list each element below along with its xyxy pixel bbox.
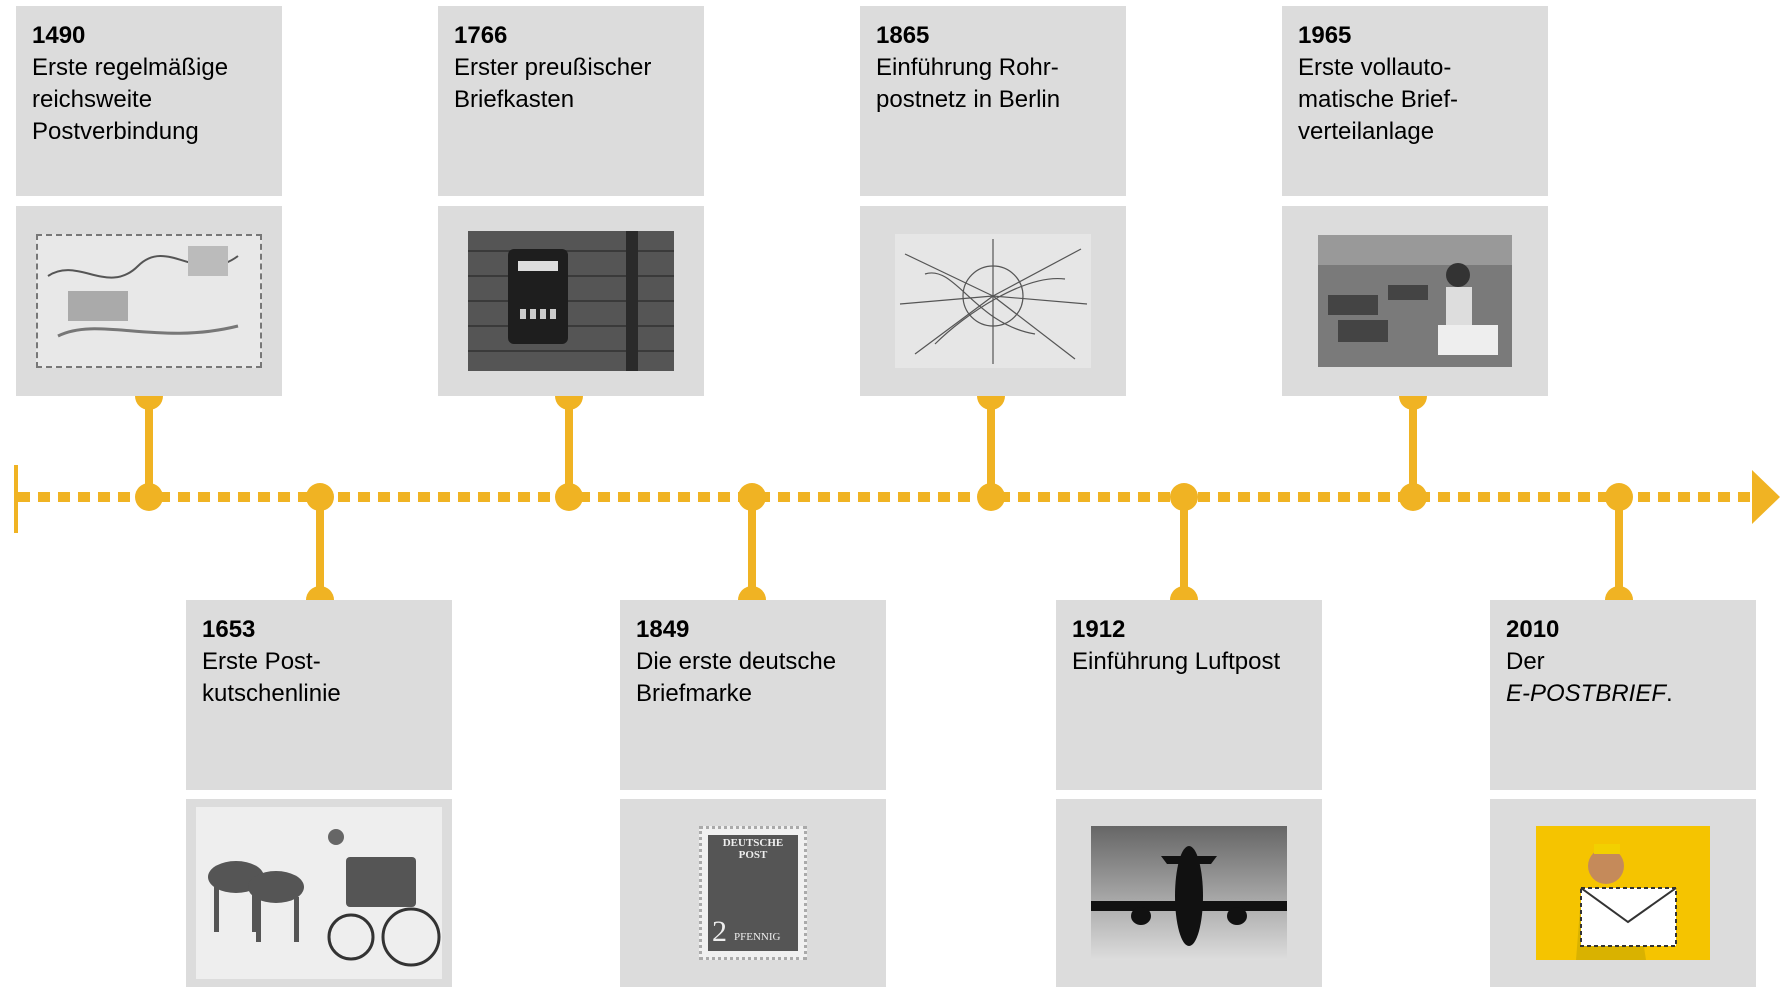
event-line: Die erste deutsche [636, 648, 837, 675]
event-line: Erste regelmäßige [32, 54, 229, 81]
courier-envelope-photo [1536, 826, 1710, 960]
event-year: 1965 [1298, 22, 1352, 49]
stamp-value: 2 [712, 915, 727, 948]
event-2010-image-box [1490, 799, 1756, 987]
stamp-photo: DEUTSCHE POST 2 PFENNIG [699, 826, 807, 960]
event-1490-text: 1490 Erste regelmäßige reichsweite Postv… [16, 6, 282, 196]
event-year: 2010 [1506, 616, 1560, 643]
event-1865-image-box [860, 206, 1126, 396]
event-line: verteilanlage [1298, 118, 1435, 145]
event-1965-image-box [1282, 206, 1548, 396]
stamp-unit: PFENNIG [734, 931, 781, 943]
event-line: Erster preußischer [454, 54, 652, 81]
event-line: Briefmarke [636, 680, 753, 707]
event-line: Postverbindung [32, 118, 199, 145]
axis-marker-1490 [135, 483, 163, 511]
event-year: 1849 [636, 616, 690, 643]
e-postbrief-label: E-POSTBRIEF [1506, 680, 1667, 707]
horse-carriage-illustration [196, 807, 442, 979]
event-line: reichsweite [32, 86, 153, 113]
event-1653-image-box [186, 799, 452, 987]
pneumatic-network-map [895, 234, 1091, 368]
event-year: 1865 [876, 22, 930, 49]
event-1965-text: 1965 Erste vollauto- matische Brief- ver… [1282, 6, 1548, 196]
event-1766-text: 1766 Erster preußischer Briefkasten [438, 6, 704, 196]
event-line: Einführung Rohr- [876, 54, 1059, 81]
event-1912-image-box [1056, 799, 1322, 987]
event-year: 1912 [1072, 616, 1126, 643]
event-line: Der [1506, 648, 1545, 675]
event-1766-image-box [438, 206, 704, 396]
stamp-title: DEUTSCHE POST [722, 837, 784, 861]
event-line: Einführung Luftpost [1072, 648, 1281, 675]
event-line: kutschenlinie [202, 680, 341, 707]
event-1865-text: 1865 Einführung Rohr- postnetz in Berlin [860, 6, 1126, 196]
mailbox-photo [468, 231, 674, 371]
event-line: Erste vollauto- [1298, 54, 1452, 81]
axis-marker-1912 [1170, 483, 1198, 511]
event-1849-image-box: DEUTSCHE POST 2 PFENNIG [620, 799, 886, 987]
axis-marker-1965 [1399, 483, 1427, 511]
event-1490-image-box [16, 206, 282, 396]
event-year: 1490 [32, 22, 86, 49]
event-2010-text: 2010 Der E-POSTBRIEF. [1490, 600, 1756, 790]
event-line-suffix: . [1666, 680, 1673, 707]
timeline-arrowhead [1752, 470, 1780, 524]
event-line: postnetz in Berlin [876, 86, 1061, 113]
sorting-facility-photo [1318, 235, 1512, 367]
axis-marker-2010 [1605, 483, 1633, 511]
axis-marker-1766 [555, 483, 583, 511]
airplane-photo [1091, 826, 1287, 960]
event-1849-text: 1849 Die erste deutsche Briefmarke [620, 600, 886, 790]
axis-marker-1865 [977, 483, 1005, 511]
letter-map-illustration [36, 234, 262, 368]
event-line: Briefkasten [454, 86, 575, 113]
event-year: 1766 [454, 22, 508, 49]
axis-marker-1653 [306, 483, 334, 511]
event-1912-text: 1912 Einführung Luftpost [1056, 600, 1322, 790]
axis-marker-1849 [738, 483, 766, 511]
event-1653-text: 1653 Erste Post- kutschenlinie [186, 600, 452, 790]
event-line: Erste Post- [202, 648, 321, 675]
event-year: 1653 [202, 616, 256, 643]
event-line: matische Brief- [1298, 86, 1459, 113]
